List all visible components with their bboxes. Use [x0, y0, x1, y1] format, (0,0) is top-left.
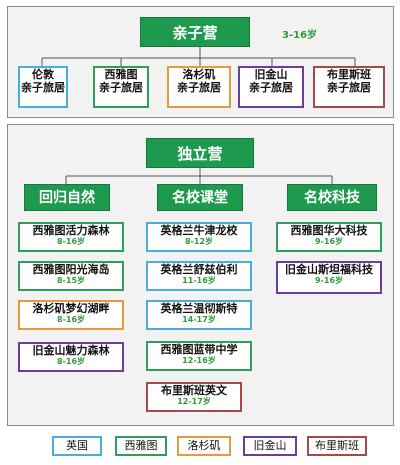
camp-seattle-uw-tech: 西雅图华大科技 9-16岁	[276, 222, 382, 252]
camp-england-winchester: 英格兰温彻斯特 14-17岁	[146, 300, 252, 330]
legend-brisbane: 布里斯班	[307, 436, 367, 456]
family-camp-seattle: 西雅图 亲子旅居	[93, 66, 149, 108]
camp-sf-forest: 旧金山魅力森林 8-16岁	[18, 342, 124, 372]
camp-england-shrewsbury: 英格兰舒兹伯利 11-16岁	[146, 261, 252, 291]
category-tech: 名校科技	[287, 184, 377, 211]
category-nature: 回归自然	[24, 184, 110, 211]
family-camp-losangeles: 洛杉矶 亲子旅居	[167, 66, 231, 108]
camp-la-lake: 洛杉矶梦幻湖畔 8-16岁	[18, 300, 124, 330]
family-camp-title: 亲子营	[140, 17, 250, 47]
family-camp-sanfrancisco: 旧金山 亲子旅居	[238, 66, 304, 108]
camp-seattle-forest: 西雅图活力森林 8-16岁	[18, 222, 124, 252]
family-camp-london: 伦敦 亲子旅居	[18, 66, 68, 108]
legend-uk: 英国	[52, 436, 102, 456]
legend-losangeles: 洛杉矶	[177, 436, 231, 456]
family-camp-age: 3-16岁	[282, 30, 318, 41]
legend-sanfrancisco: 旧金山	[243, 436, 297, 456]
legend-seattle: 西雅图	[115, 436, 167, 456]
camp-sf-stanford-tech: 旧金山斯坦福科技 9-16岁	[276, 261, 382, 294]
independent-camp-title: 独立营	[146, 138, 254, 168]
camp-seattle-island: 西雅图阳光海岛 8-15岁	[18, 261, 124, 291]
camp-seattle-blueribbon: 西雅图蓝带中学 12-16岁	[146, 341, 252, 371]
camp-england-dragon: 英格兰牛津龙校 8-12岁	[146, 222, 252, 252]
family-camp-brisbane: 布里斯班 亲子旅居	[313, 66, 385, 108]
category-school: 名校课堂	[157, 184, 243, 211]
camp-brisbane-english: 布里斯班英文 12-17岁	[146, 382, 242, 412]
